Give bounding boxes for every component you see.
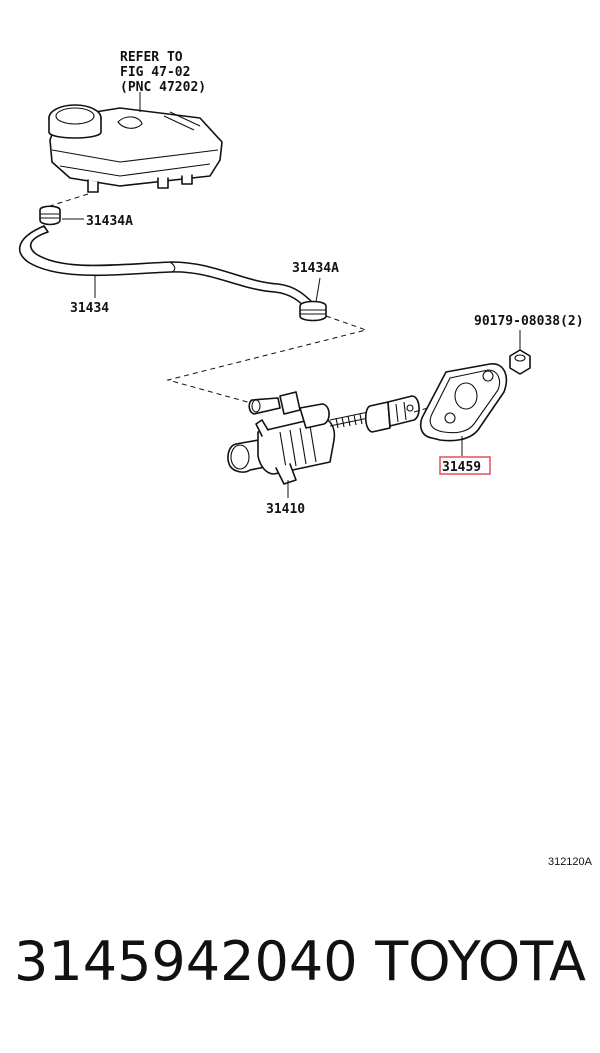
brand-name: TOYOTA xyxy=(375,930,586,993)
part-number: 3145942040 xyxy=(14,930,358,993)
refer-label-line1: REFER TO xyxy=(120,50,183,65)
callout-cylinder[interactable]: 31410 xyxy=(266,502,305,517)
reservoir-hose xyxy=(18,225,315,311)
refer-label-line3: (PNC 47202) xyxy=(120,80,206,95)
push-rod xyxy=(329,395,420,433)
callout-hose[interactable]: 31434 xyxy=(70,301,109,316)
gasket xyxy=(419,363,508,442)
nut xyxy=(509,349,531,375)
callout-gasket[interactable]: 31459 xyxy=(442,460,481,475)
figure-code: 312120A xyxy=(547,856,592,868)
refer-label-line2: FIG 47-02 xyxy=(120,65,190,80)
hose-clamp-upper xyxy=(39,205,61,226)
callout-clamp-lower[interactable]: 31434A xyxy=(292,261,339,276)
callout-clamp-upper[interactable]: 31434A xyxy=(86,214,133,229)
reservoir-tank xyxy=(48,104,223,193)
callout-nut[interactable]: 90179-08038(2) xyxy=(474,314,584,329)
hose-clamp-lower xyxy=(299,300,327,322)
parts-diagram: REFER TO FIG 47-02 (PNC 47202) 31434A 31… xyxy=(18,50,584,517)
footer: 3145942040 TOYOTA xyxy=(14,935,586,1015)
clutch-master-cylinder xyxy=(227,391,336,485)
highlight-box xyxy=(439,456,491,475)
